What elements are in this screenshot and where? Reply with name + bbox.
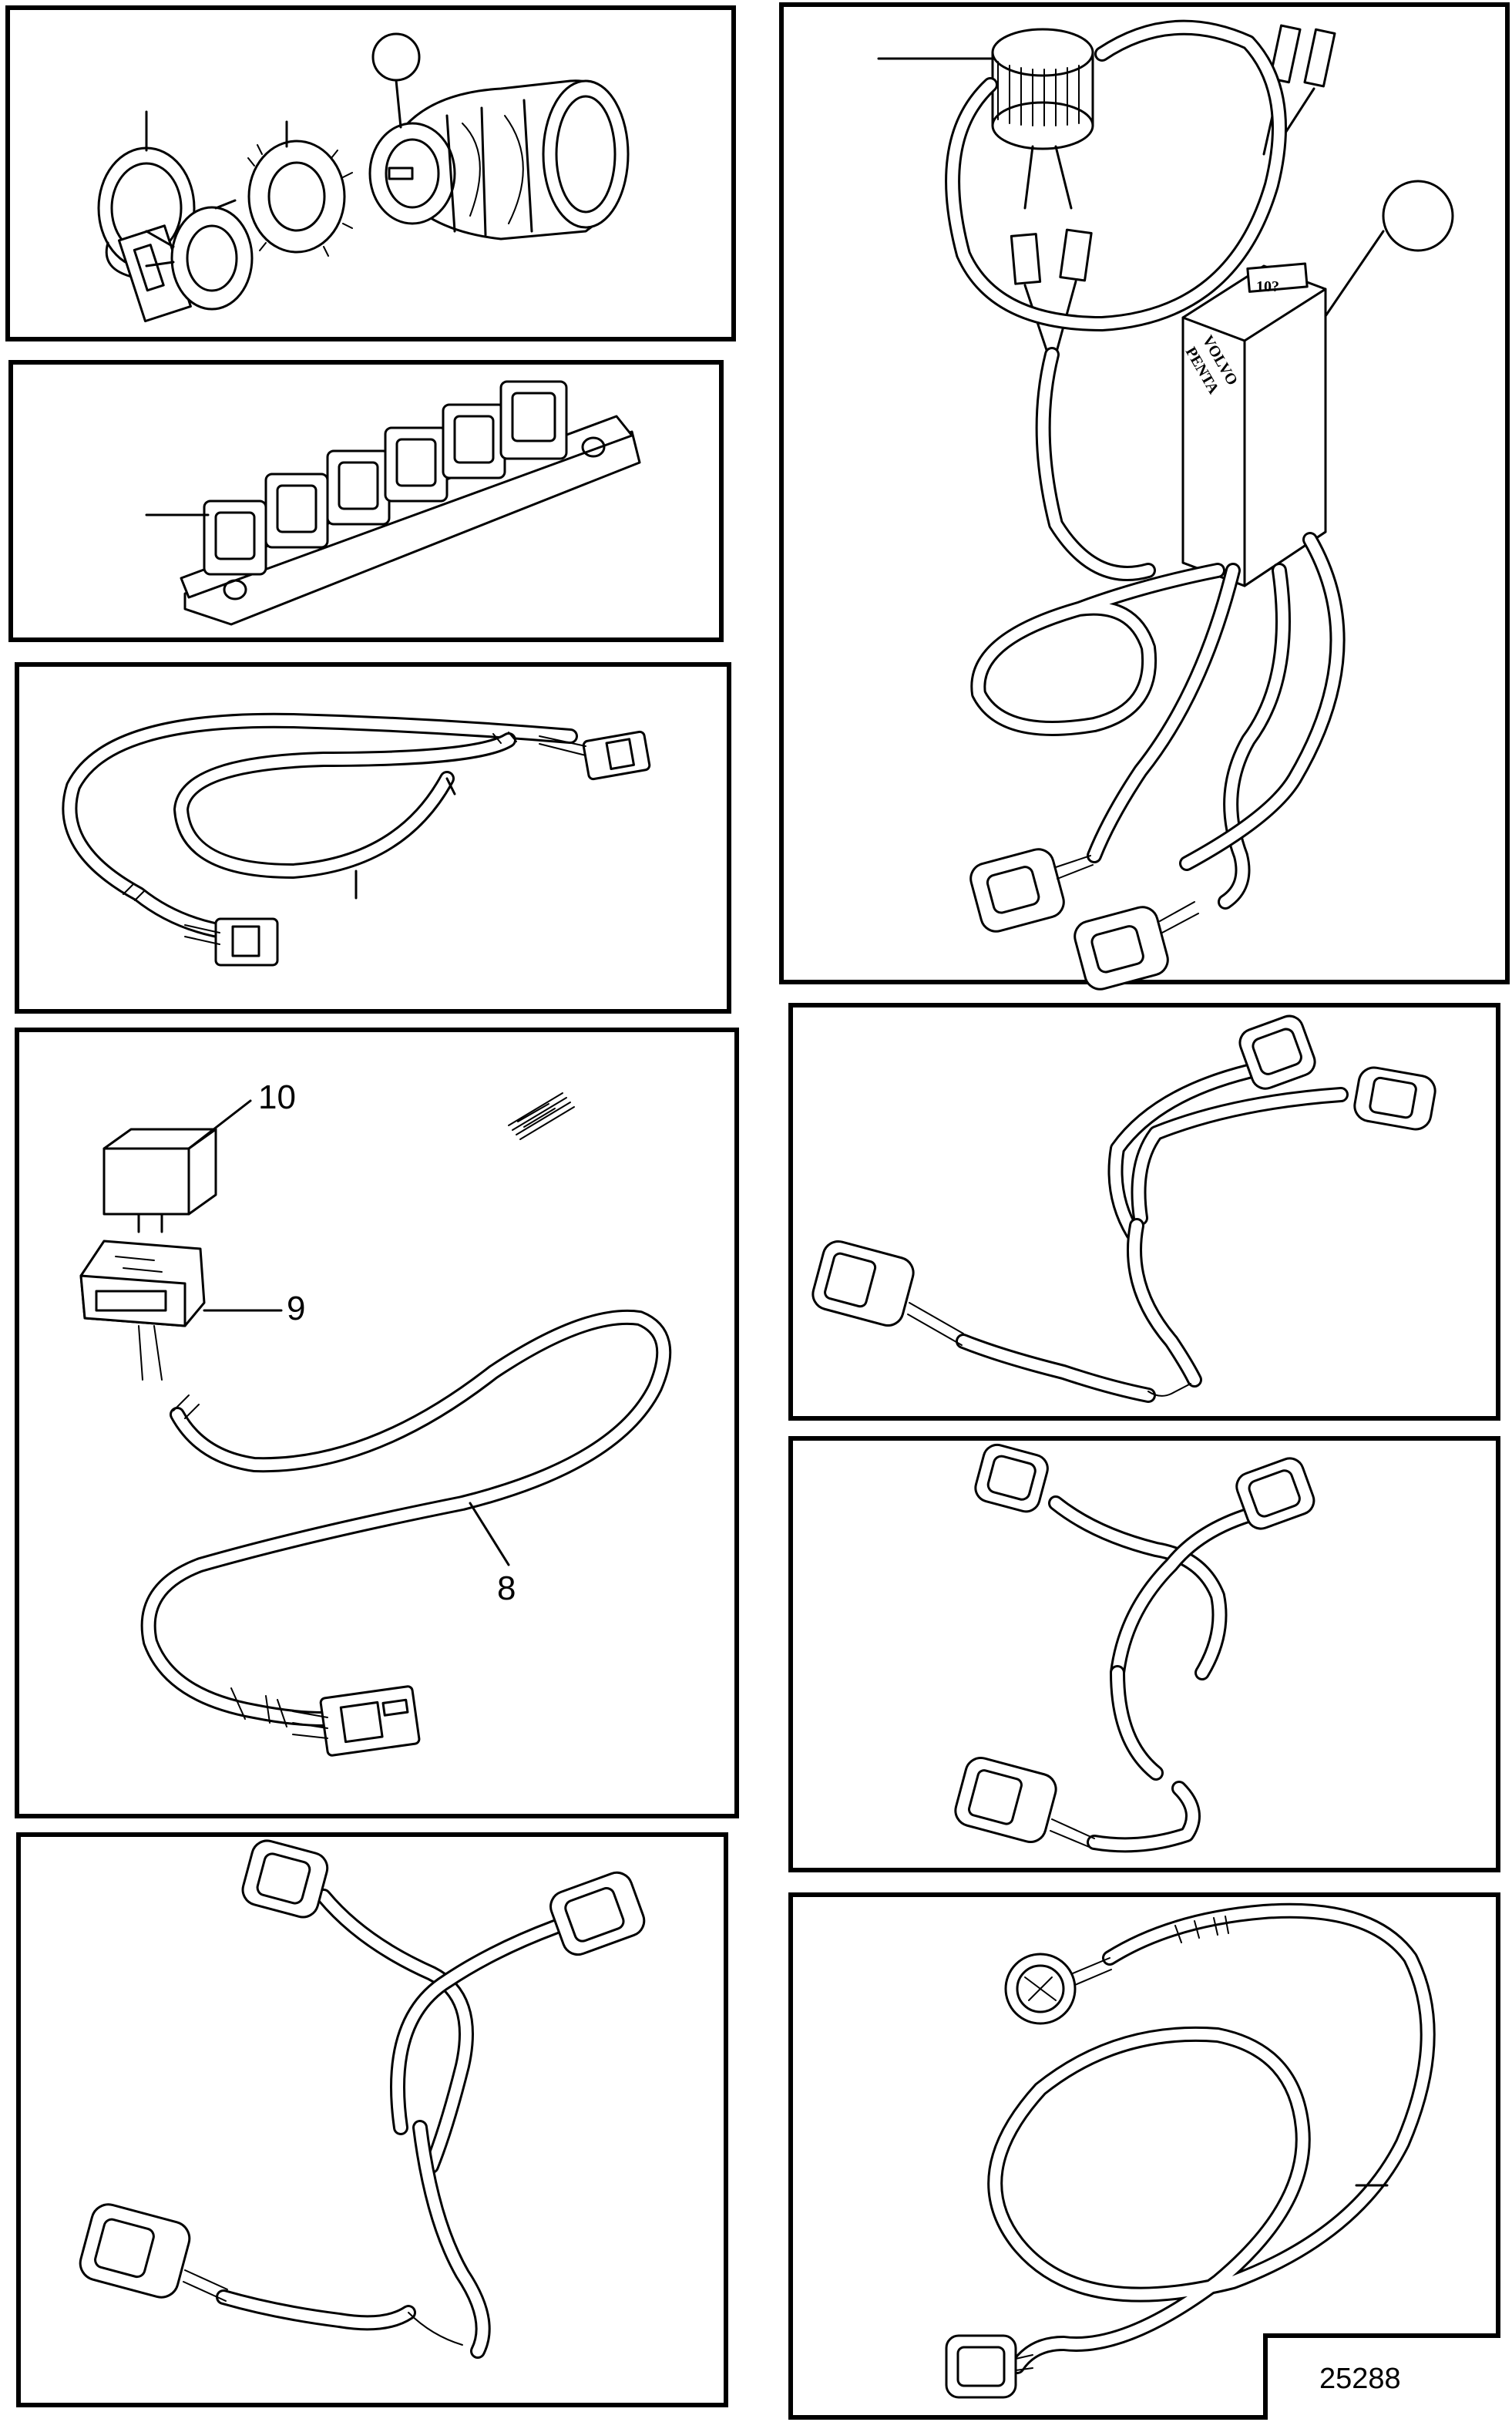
connector-plug-icon (1353, 1066, 1436, 1131)
panel-relay-harness: 10 9 8 (15, 1028, 739, 1818)
panel-y-split-harness-a (788, 1003, 1500, 1421)
buzzer-module-marking: 10? (1256, 278, 1279, 295)
connector-housing (203, 500, 267, 576)
key-icon (97, 146, 254, 323)
connector-plug-icon (79, 2203, 228, 2302)
ignition-switch-icon (368, 79, 630, 241)
figure-reference-number: 25288 (1319, 2363, 1401, 2395)
connector-plug-icon (954, 1756, 1095, 1849)
buzzer-icon (991, 28, 1094, 150)
relay-number-label: 10 (258, 1078, 296, 1116)
connector-plug-icon (539, 730, 651, 781)
connector-housing (499, 380, 568, 460)
connector-plug-icon (945, 2334, 1033, 2399)
connector-plug-icon (1235, 1457, 1315, 1530)
connector-plug-icon (241, 1839, 329, 1919)
panel-y-split-harness-b (788, 1436, 1500, 1872)
connector-housing (442, 403, 506, 479)
panel-extension-harness (15, 662, 731, 1014)
connector-housing (326, 449, 391, 526)
connector-plug-icon (969, 848, 1094, 933)
relay-socket-icon (79, 1240, 206, 1381)
connector-plug-icon (292, 1685, 421, 1757)
connector-block-icon (180, 380, 641, 626)
connector-plug-icon (184, 917, 279, 967)
connector-housing (384, 426, 449, 503)
panel-alarm-buzzer-harness: 10? VOLVO PENTA (779, 2, 1510, 991)
cable-ties-icon (508, 1092, 575, 1140)
callout-circle (1382, 180, 1454, 252)
alarm-module-icon: 10? VOLVO PENTA (1181, 262, 1327, 587)
connector-plug-icon (974, 1443, 1049, 1513)
connector-housing (264, 473, 329, 549)
connector-plug-icon (549, 1871, 646, 1956)
harness-number-label: 8 (497, 1569, 516, 1607)
panel-connector-block (8, 360, 724, 642)
nut-icon (214, 140, 353, 257)
connector-plug-icon (1238, 1014, 1316, 1090)
connector-plug-icon (811, 1240, 964, 1346)
relay-icon (102, 1128, 217, 1233)
round-connector-icon (1004, 1953, 1112, 2025)
panel-y-split-harness-c (16, 1832, 728, 2407)
connector-plug-icon (1074, 901, 1199, 991)
relay-socket-number-label: 9 (287, 1290, 305, 1327)
panel-ignition-switch-kit (5, 5, 736, 341)
extension-harness-icon (62, 712, 651, 967)
panel-round-connector-harness: 25288 (788, 1892, 1500, 2420)
